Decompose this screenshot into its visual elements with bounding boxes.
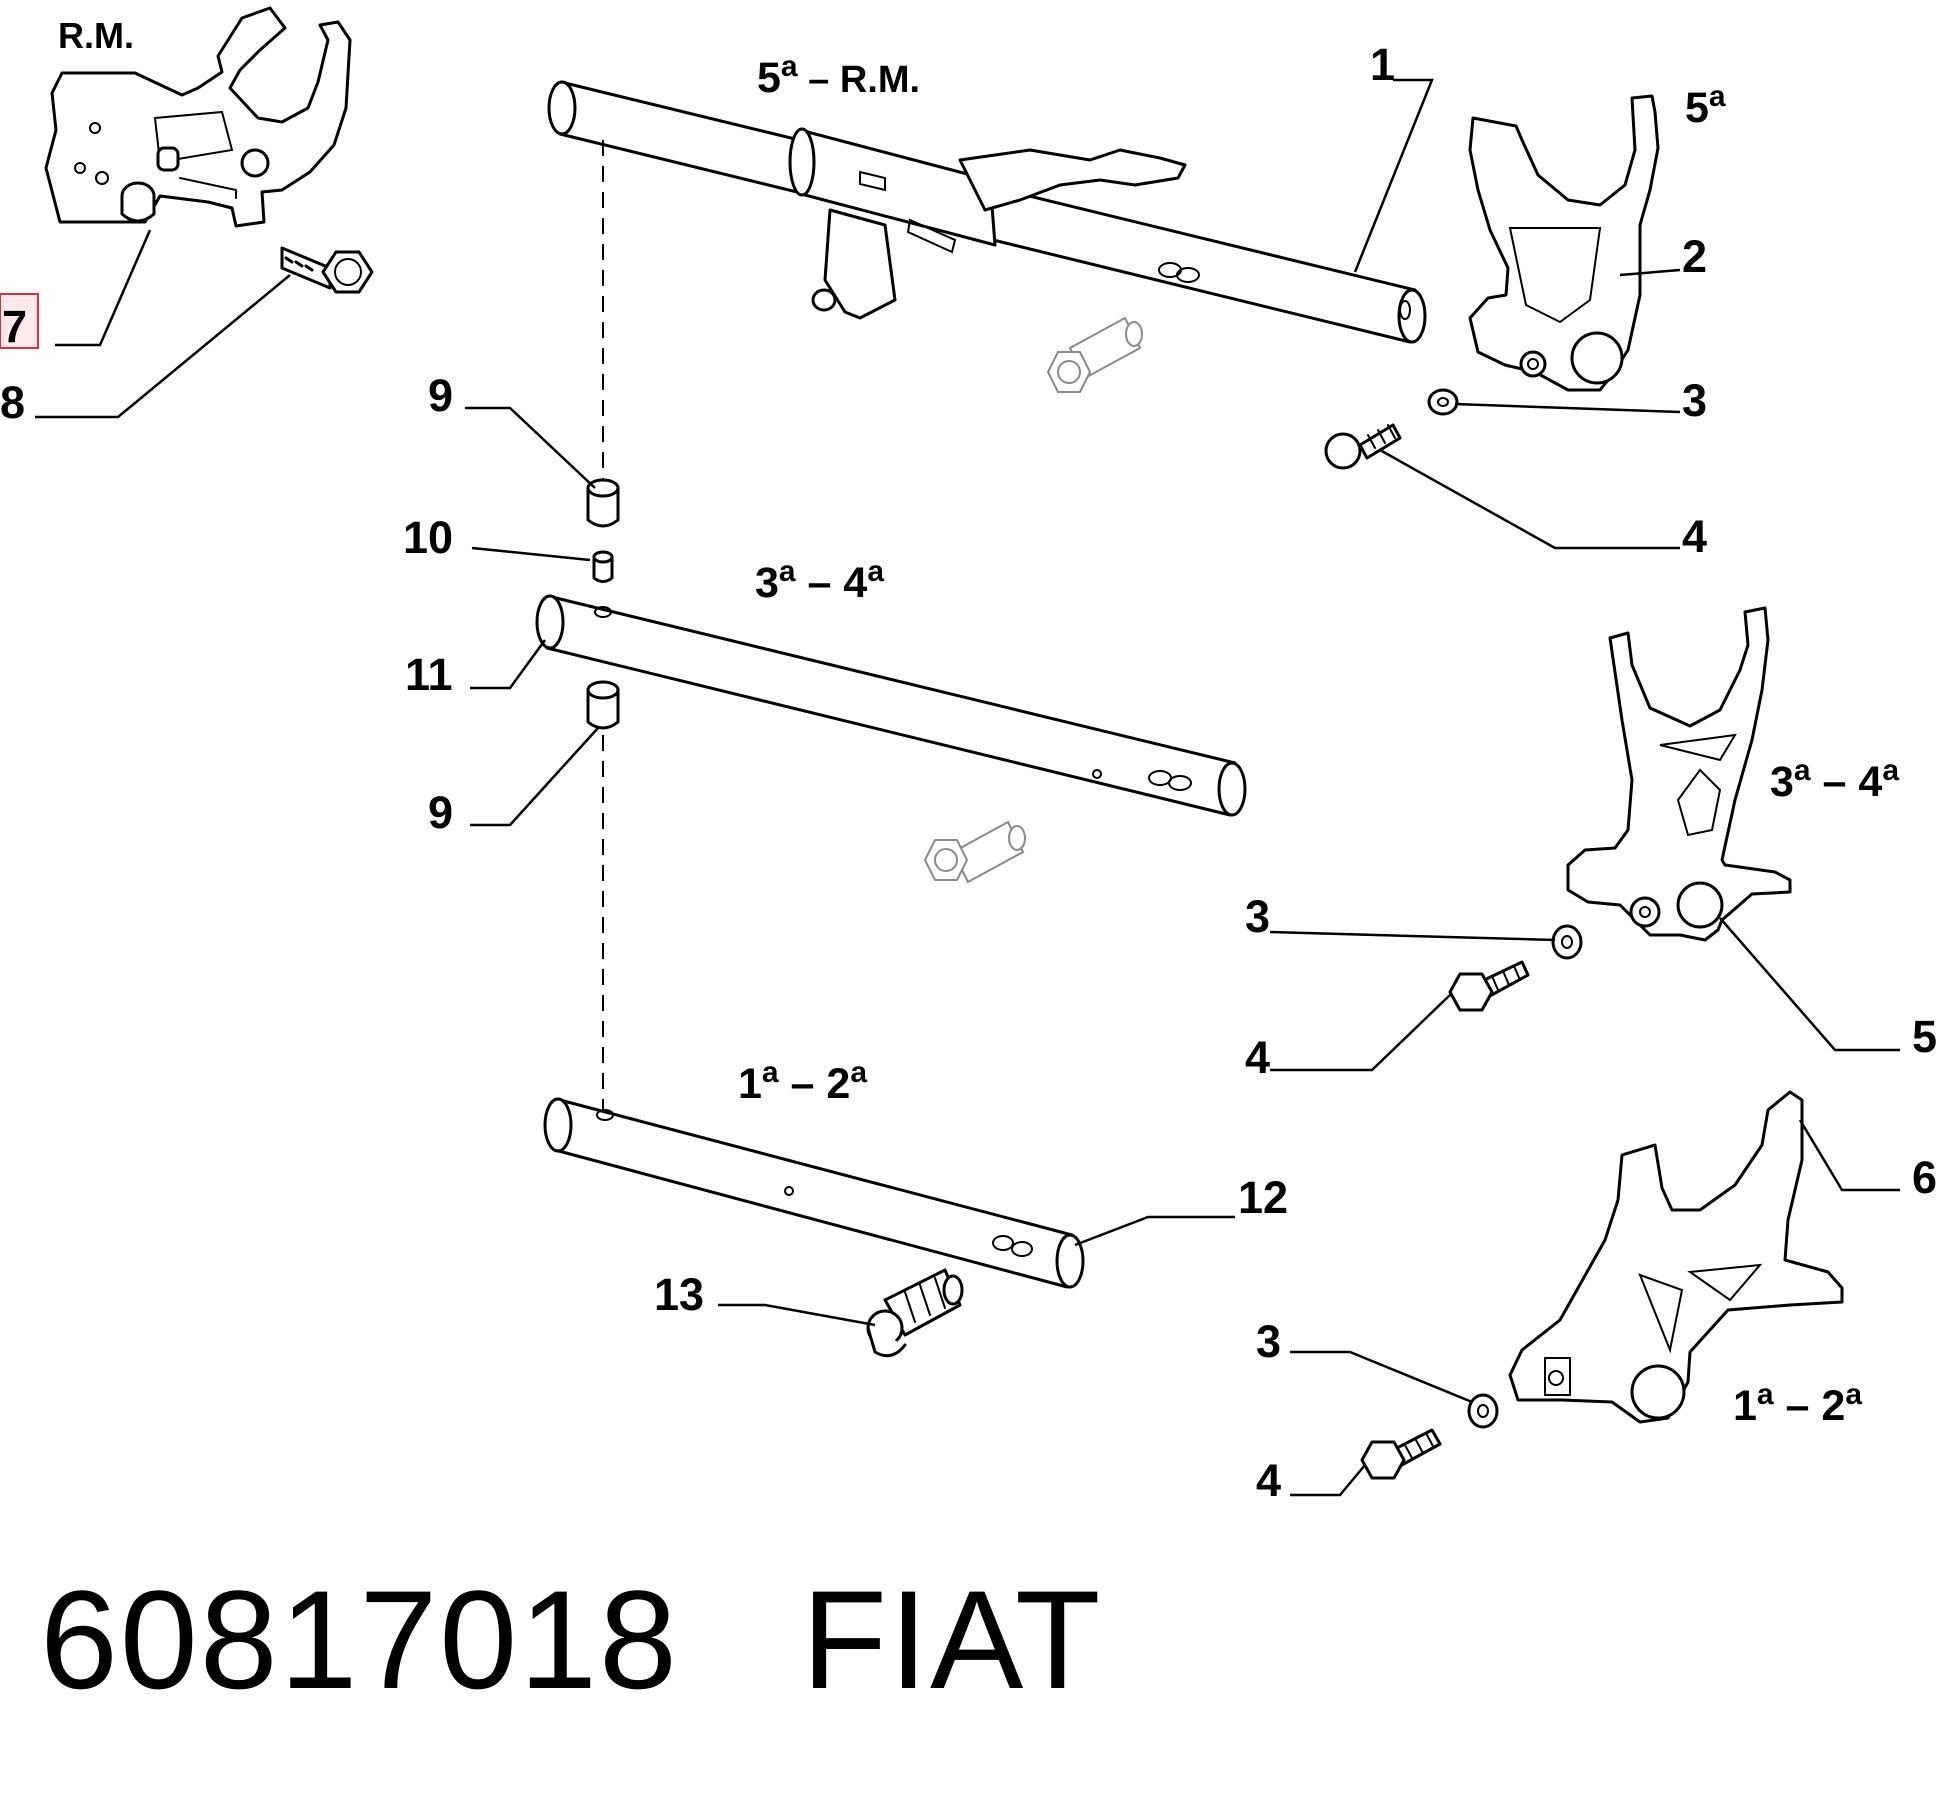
- interlock-pins: [586, 140, 620, 1115]
- callout-9-bottom: 9: [428, 787, 453, 838]
- callout-4-bottom: 4: [1256, 1455, 1281, 1506]
- washer-3a: [1427, 388, 1459, 416]
- selector-shaft-5-rm: [547, 80, 1427, 344]
- label-fork-1-2: 1a – 2a: [1733, 1378, 1862, 1430]
- part-number-caption: 60817018 FIAT: [40, 1561, 1103, 1718]
- detent-ghost-middle: [923, 820, 1026, 884]
- label-fork-5: 5a: [1685, 80, 1726, 132]
- label-shaft-3-4: 3a – 4a: [755, 555, 884, 607]
- washer-3b: [1551, 924, 1583, 960]
- callout-13: 13: [654, 1269, 704, 1320]
- detent-ghost-upper: [1046, 316, 1143, 393]
- bolt-4b: [1448, 960, 1530, 1012]
- highlight-box: [0, 293, 39, 349]
- bolt-4c: [1360, 1428, 1442, 1480]
- selector-shaft-1-2: [543, 1097, 1085, 1289]
- callout-11: 11: [405, 649, 453, 700]
- leader-lines: [35, 78, 1900, 1497]
- label-shaft-5-rm: 5a – R.M.: [757, 50, 920, 102]
- reverse-fork-bracket: [44, 6, 352, 228]
- callout-2: 2: [1682, 231, 1707, 282]
- selector-shaft-3-4: [535, 594, 1247, 817]
- callout-9-top: 9: [428, 370, 453, 421]
- callout-10: 10: [403, 512, 453, 563]
- callout-numbers: 1 2 3 4 3 4 5 6 3 4 7 8 9 10 11 9 12 13: [0, 39, 1937, 1506]
- callout-1: 1: [1370, 39, 1395, 90]
- callout-8: 8: [0, 377, 25, 428]
- detent-assembly-13: [866, 1268, 964, 1358]
- bolt-part-8: [280, 246, 374, 294]
- gear-labels: R.M. 5a – R.M. 3a – 4a 1a – 2a 5a 3a – 4…: [58, 15, 1899, 1430]
- callout-3-top: 3: [1682, 375, 1707, 426]
- bolt-4a: [1324, 423, 1402, 470]
- callout-12: 12: [1238, 1172, 1288, 1223]
- callout-6: 6: [1912, 1152, 1937, 1203]
- fork-5: [1468, 94, 1660, 392]
- label-shaft-1-2: 1a – 2a: [738, 1056, 867, 1108]
- callout-3-mid: 3: [1245, 891, 1270, 942]
- callout-4-top: 4: [1682, 511, 1707, 562]
- callout-5: 5: [1912, 1011, 1937, 1062]
- callout-3-bottom: 3: [1256, 1316, 1281, 1367]
- washer-3c: [1467, 1393, 1499, 1429]
- fork-3-4: [1566, 606, 1792, 942]
- label-fork-3-4: 3a – 4a: [1770, 754, 1899, 806]
- label-rm-top: R.M.: [58, 15, 134, 56]
- callout-7: 7: [2, 301, 27, 352]
- fork-1-2: [1508, 1090, 1844, 1424]
- callout-4-mid: 4: [1245, 1032, 1270, 1083]
